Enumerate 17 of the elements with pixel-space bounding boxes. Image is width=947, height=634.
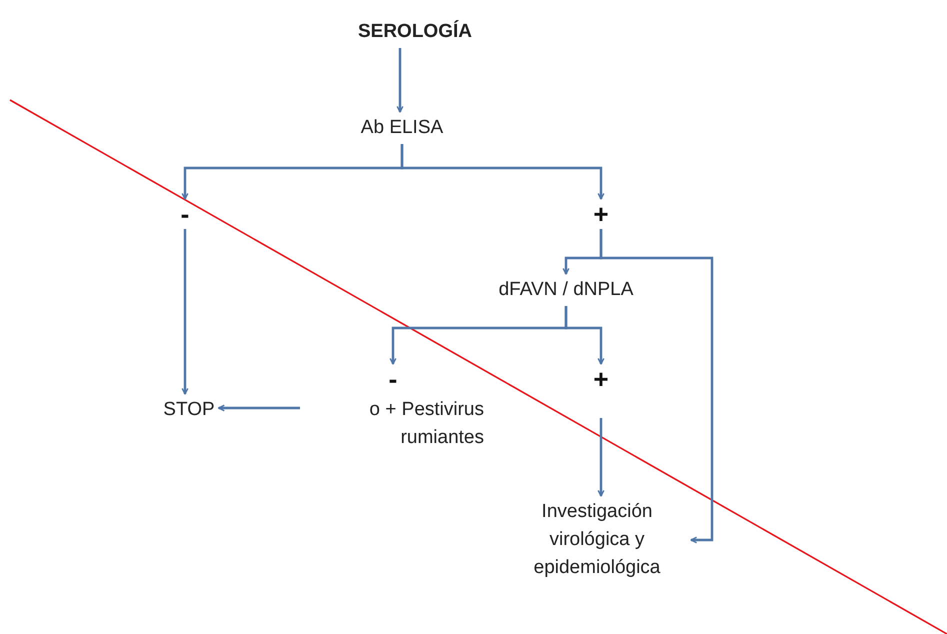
flow-arrow (400, 144, 604, 200)
flow-step-text: o + Pestivirus rumiantes (318, 396, 484, 452)
result-sign: - (180, 201, 190, 227)
flow-step-text: Investigación virológica y epidemiológica (507, 498, 687, 582)
flow-arrow (598, 418, 604, 497)
result-sign: - (388, 366, 398, 392)
flow-arrow (600, 229, 714, 544)
result-sign: + (593, 366, 609, 392)
flow-arrow (218, 404, 300, 412)
flow-arrow (564, 306, 604, 365)
diagram-heading: SEROLOGÍA (358, 18, 472, 46)
flow-step-text: Ab ELISA (360, 114, 444, 142)
flow-arrow (182, 229, 188, 395)
flow-step-text: dFAVN / dNPLA (498, 276, 634, 304)
result-sign: + (593, 201, 609, 227)
flow-arrow (396, 48, 404, 113)
flow-step-text: STOP (163, 396, 215, 424)
